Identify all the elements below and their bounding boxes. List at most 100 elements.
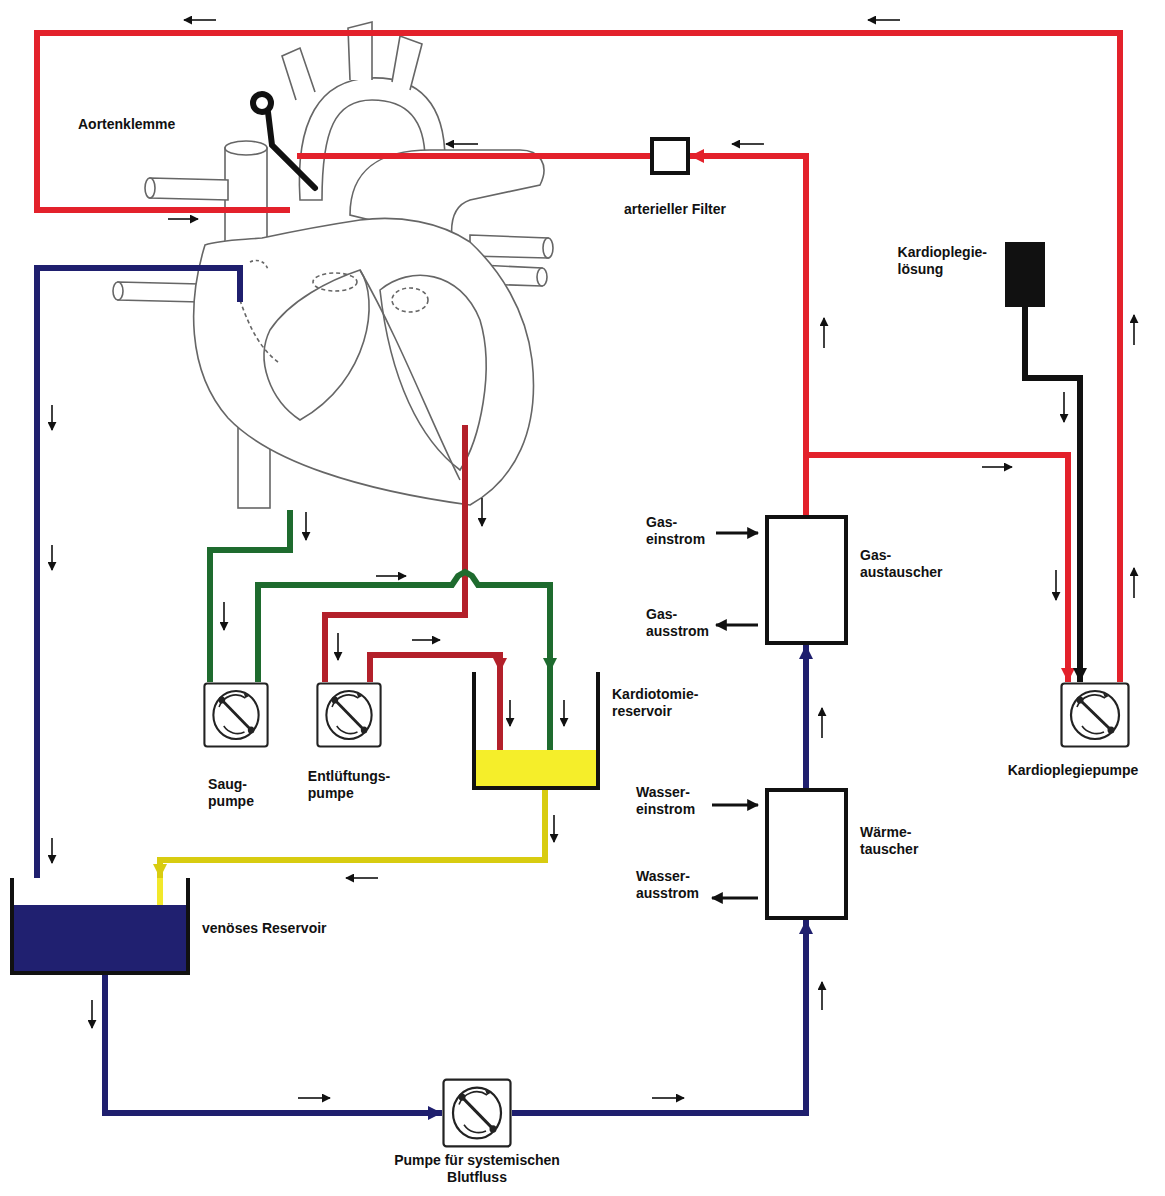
flow-arrow [821,708,823,738]
aortic-clamp [268,112,315,188]
component-label: Pumpe für systemischen Blutfluss [391,1152,563,1186]
reservoir-node: venöses Reservoir [10,878,190,975]
pump-symbol [1062,684,1129,747]
flow-arrow [652,1097,684,1099]
pump-symbol [1108,727,1115,734]
flow-arrow [821,982,823,1010]
pump-symbol [453,1088,501,1139]
component-label: Kardioplegie- lösung [898,244,987,278]
flow-arrow [868,19,900,21]
flow-arrow [51,838,53,863]
pump-symbol [335,700,364,730]
heart-drawing [150,178,228,200]
component-label: Kardiotomie- reservoir [612,686,698,720]
gas-water-arrow [712,533,758,898]
pump-symbol [316,682,382,748]
pump-symbol [1082,726,1104,734]
tubing [37,33,1120,905]
heart-drawing [225,141,267,155]
component-label: Kardioplegiepumpe [1008,762,1139,779]
tubing [297,153,650,159]
bag-shape [1005,242,1045,307]
tube-connector [1025,307,1080,682]
pump-symbol [444,1080,511,1147]
reservoir-shape [12,878,188,973]
flow-arrow [1133,315,1135,345]
pump-symbol [222,700,251,730]
heart-drawing [264,270,369,420]
pump-symbol [213,691,258,739]
flow-label: Gas- einstrom [646,514,705,548]
component-outline [652,139,688,173]
reservoir-shape [13,905,187,972]
pump-symbol [332,695,358,707]
tube-connector [512,920,806,1113]
flow-arrow [563,700,565,726]
reservoir-node: Kardiotomie- reservoir [472,672,600,790]
flow-arrow [509,700,511,726]
flow-arrow [732,143,764,145]
flow-arrow [223,602,225,630]
aortic-clamp [253,94,315,188]
tube-connector [105,975,442,1113]
flow-arrow [51,405,53,430]
gas-water-arrow [716,532,758,535]
reservoir-shape [476,750,596,786]
component-box: Gas- austauscher [765,515,848,645]
flow-arrow [376,575,406,577]
pump-symbol [317,684,380,747]
component-outline [765,515,848,645]
pump-symbol [459,1092,487,1105]
heart-drawing [360,270,460,480]
tube-connector [258,572,550,682]
tubing [37,33,1120,682]
tubing [210,510,290,682]
tubing [547,672,553,752]
flow-arrow [346,877,378,879]
flow-arrow [91,1000,93,1028]
flow-arrow [1055,570,1057,600]
pump-symbol [337,726,358,734]
heart-drawing [380,275,486,470]
pump-node: Saug- pumpe [203,682,269,748]
flow-arrow [1063,392,1065,422]
tube-connector [803,645,809,788]
flow-arrow [51,545,53,570]
gas-water-arrow [712,804,758,807]
pump-node: Entlüftungs- pumpe [316,682,382,748]
pump-node: Kardioplegiepumpe [1060,682,1130,748]
reservoir-shape [10,878,190,975]
pump-symbol [204,684,267,747]
tubing [497,672,503,752]
pump-symbol [219,697,226,704]
component-label: Gas- austauscher [860,547,942,581]
pump-symbol [459,1093,466,1100]
tubing [157,878,163,905]
bag-shape [1005,242,1045,307]
tubing [325,425,465,682]
pump-symbol [326,691,371,739]
pump-symbol [462,1097,493,1129]
flow-arrow [305,512,307,540]
pump-symbol [361,727,368,734]
tube-connector [370,655,500,682]
flow-label: Wasser- einstrom [636,784,695,818]
component-box: Wärme- tauscher [765,788,848,920]
pump-symbol [1077,695,1105,707]
pump-symbol [1071,691,1119,739]
flow-label: Wasser- ausstrom [636,868,699,902]
pump-symbol [464,1125,486,1133]
flow-arrow [481,498,483,526]
heart-drawing [250,260,268,270]
pump-symbol [1103,693,1109,698]
flow-label: Gas- ausstrom [646,606,709,640]
heart-drawing [392,36,422,90]
reservoir-shape [472,672,600,790]
component-label: Wärme- tauscher [860,824,918,858]
heart-drawing [313,273,357,291]
component-label: arterieller Filter [624,201,726,218]
flow-arrow [298,1097,330,1099]
pump-symbol [332,697,339,704]
heart-drawing [543,238,553,258]
